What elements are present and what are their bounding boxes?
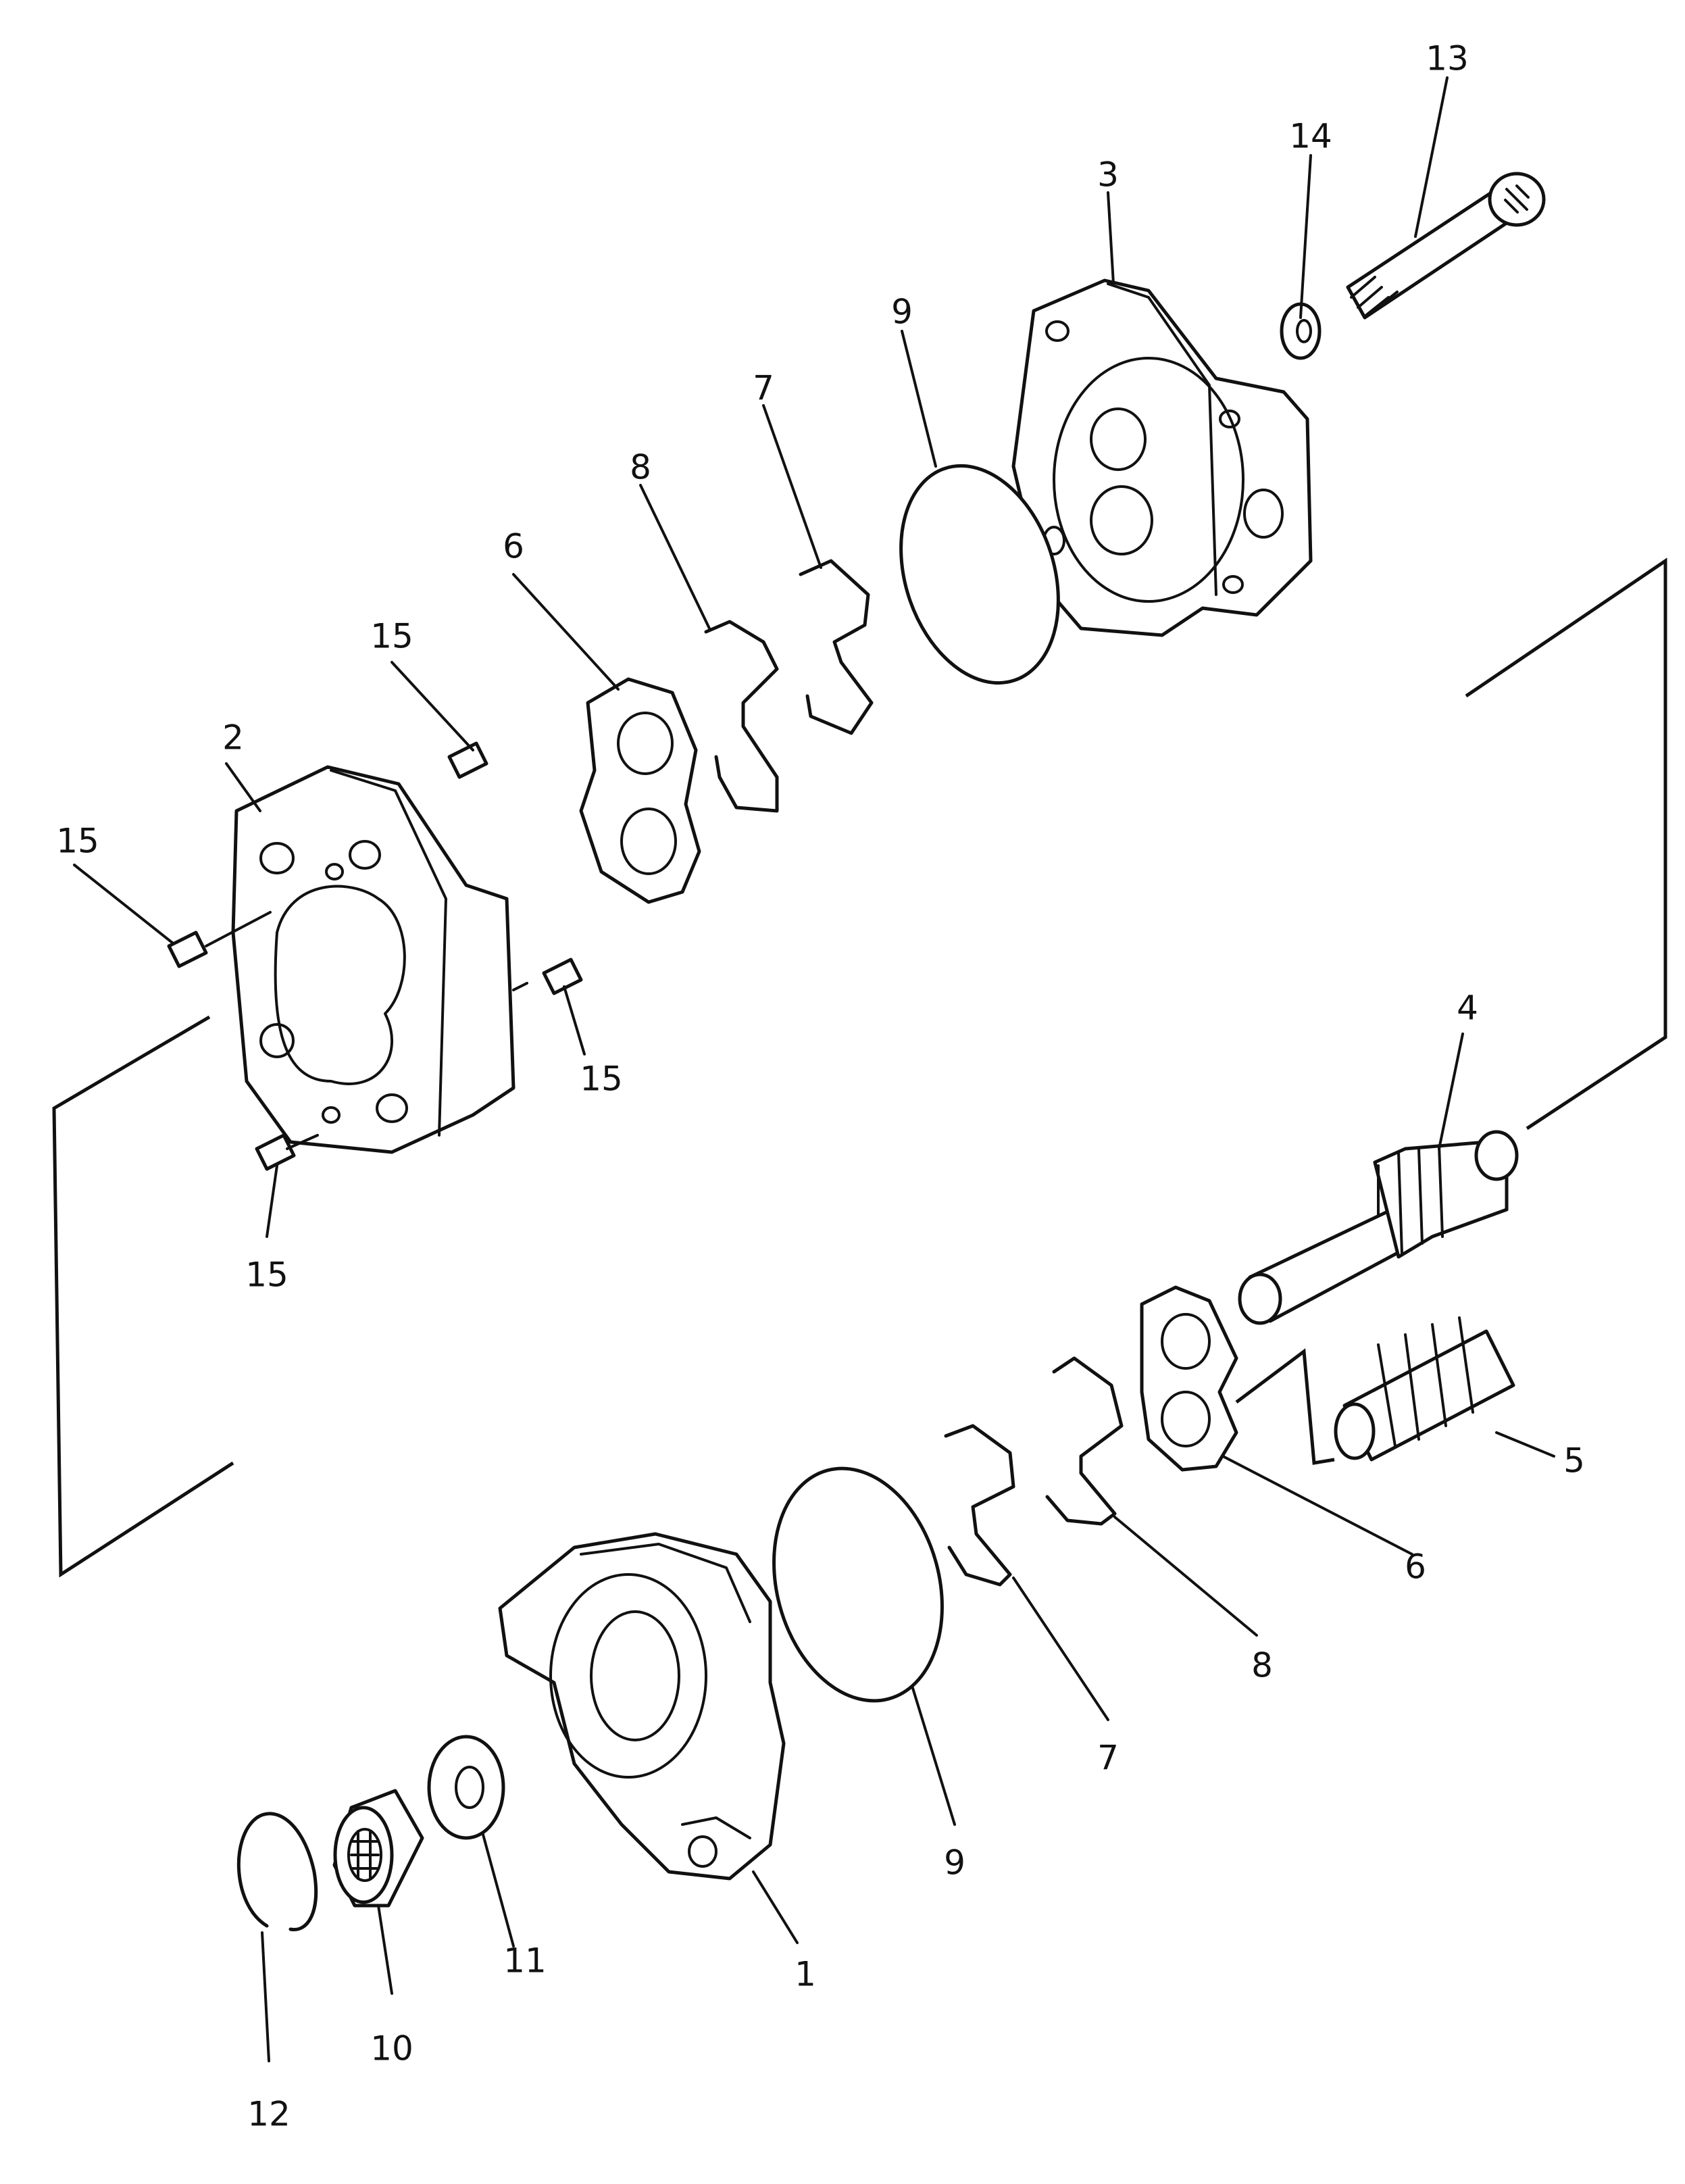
callout-15-bottom: 15 [245,1256,288,1295]
part-7-seal-lower [944,1424,1015,1587]
callout-9-lower: 9 [944,1843,965,1883]
callout-8-upper: 8 [630,448,651,487]
part-8-seal-lower [1045,1356,1124,1526]
part-5-driven-gear [1334,1316,1515,1462]
callout-8-lower: 8 [1251,1646,1273,1685]
part-13-bolt [1346,172,1546,320]
part-8-seal-upper [704,620,779,813]
callout-15-right: 15 [580,1060,623,1099]
part-1-front-body [498,1532,786,1881]
part-6-wear-plate-upper [579,677,701,904]
callout-7-lower: 7 [1097,1739,1119,1778]
part-15-dowel-pins [167,741,583,1171]
callout-13: 13 [1426,39,1469,78]
leader-lines [73,76,1555,2062]
callout-labels: 13 14 3 9 7 8 6 15 2 15 15 15 4 5 6 8 7 … [56,39,1585,2134]
part-10-bearing [332,1789,424,1908]
callout-11: 11 [503,1941,547,1981]
callout-15-left: 15 [56,822,99,861]
callout-1: 1 [795,1955,816,1994]
callout-6-upper: 6 [503,527,524,566]
part-11-thrust-washer [427,1735,505,1840]
callout-10: 10 [370,2029,413,2068]
callout-5: 5 [1563,1441,1585,1481]
part-6-wear-plate-lower [1140,1285,1238,1472]
callout-2: 2 [222,718,244,758]
assembly-frame-lines [52,557,1667,1578]
part-9-o-ring-lower [772,1466,944,1703]
callout-6-lower: 6 [1405,1547,1426,1587]
part-12-snap-ring [236,1812,318,1932]
part-9-o-ring-upper [899,464,1060,685]
part-2-gear-housing [231,765,515,1154]
part-7-seal-upper [799,559,874,735]
callout-12: 12 [247,2095,291,2134]
callout-9-upper: 9 [891,293,913,332]
callout-15-top: 15 [370,617,413,656]
callout-4: 4 [1457,989,1478,1028]
part-4-drive-gear-shaft [1238,1130,1519,1325]
callout-14: 14 [1289,117,1332,156]
callout-3: 3 [1097,155,1119,195]
callout-7-upper: 7 [753,369,774,408]
